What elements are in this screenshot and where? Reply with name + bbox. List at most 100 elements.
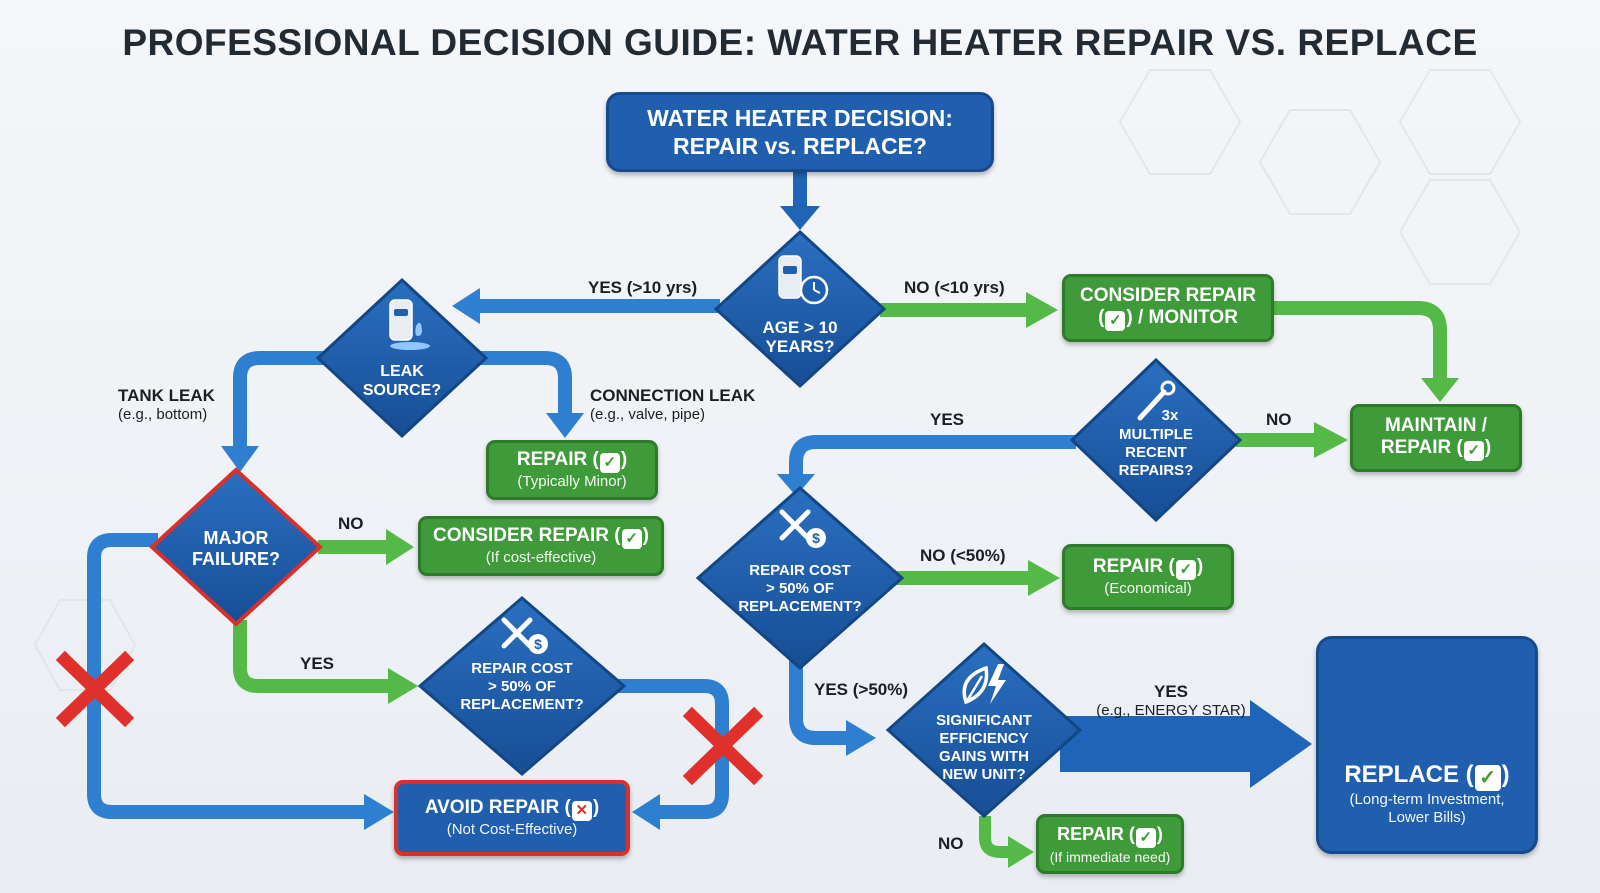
edge-label-cost-no: NO (<50%) <box>920 546 1006 565</box>
arrow-leak-connection <box>474 351 572 415</box>
decision-age-text: AGE > 10 YEARS? <box>740 318 860 356</box>
edge-label-age-no: NO (<10 yrs) <box>904 278 1005 297</box>
outcome-avoid-repair-label: AVOID REPAIR (✕) <box>424 797 600 821</box>
outcome-repair-economical-sub: (Economical) <box>1104 580 1192 597</box>
outcome-consider-monitor-line1: CONSIDER REPAIR <box>1080 285 1256 306</box>
decision-cost-left-line3: REPLACEMENT? <box>460 696 584 713</box>
decision-efficiency-text: SIGNIFICANT EFFICIENCY GAINS WITH NEW UN… <box>914 712 1054 784</box>
arrow-eff-yes <box>1060 700 1312 788</box>
edge-label-multiple-yes: YES <box>930 410 965 429</box>
decision-cost-right-line3: REPLACEMENT? <box>738 598 862 615</box>
water-heater-clock-icon <box>778 255 829 305</box>
arrow-eff-no <box>979 816 1010 858</box>
decision-multiple-line1: MULTIPLE <box>1119 426 1193 443</box>
decision-cost-right-line1: REPAIR COST <box>749 562 851 579</box>
decision-multiple-text: MULTIPLE RECENT REPAIRS? <box>1086 426 1226 480</box>
background-hexagons <box>33 69 1522 691</box>
svg-text:$: $ <box>812 530 820 546</box>
edge-label-eff-yes-sub: (e.g., ENERGY STAR) <box>1096 702 1246 719</box>
edge-label-tank-leak: TANK LEAK (e.g., bottom) <box>118 386 215 423</box>
leaf-bolt-icon <box>962 664 1006 705</box>
edge-label-eff-yes: YES (e.g., ENERGY STAR) <box>1096 682 1246 719</box>
outcome-consider-cost: CONSIDER REPAIR (✓) (If cost-effective) <box>418 516 664 576</box>
outcome-avoid-repair-sub: (Not Cost-Effective) <box>446 821 578 838</box>
outcome-maintain-line2: REPAIR (✓) <box>1380 437 1492 461</box>
arrowhead <box>632 794 660 830</box>
arrowhead <box>846 720 876 756</box>
check-icon: ✓ <box>1463 441 1484 461</box>
edge-label-tank-leak-sub: (e.g., bottom) <box>118 406 208 423</box>
decision-cost-left-text: REPAIR COST > 50% OF REPLACEMENT? <box>452 660 592 714</box>
decision-multiple-line2: RECENT <box>1125 444 1187 461</box>
outcome-consider-cost-sub: (If cost-effective) <box>485 549 597 566</box>
arrowhead <box>1421 378 1459 402</box>
blocked-path-x-icon <box>55 650 135 728</box>
decision-leak-line1: LEAK <box>380 363 424 380</box>
start-line1: WATER HEATER DECISION: <box>647 105 953 131</box>
arrow-major-yes <box>233 620 390 693</box>
wrench-dollar-icon: $ <box>501 617 548 654</box>
decision-age-line2: YEARS? <box>765 337 835 356</box>
outcome-replace-label: REPLACE (✓) <box>1344 761 1510 791</box>
arrowhead <box>1028 560 1060 596</box>
decision-efficiency-diamond <box>885 641 1083 819</box>
outcome-replace: REPLACE (✓) (Long-term Investment, Lower… <box>1316 636 1538 854</box>
decision-cost-right-line2: > 50% OF <box>766 580 834 597</box>
decision-multiple-line3: REPAIRS? <box>1118 462 1194 479</box>
decision-cost-left-diamond <box>417 596 627 776</box>
decision-cost-left-line2: > 50% OF <box>488 678 556 695</box>
arrow-cost-right-yes <box>789 660 848 745</box>
outcome-repair-immediate-sub: (If immediate need) <box>1049 848 1171 865</box>
edge-label-connection-leak-sub: (e.g., valve, pipe) <box>590 406 706 423</box>
outcome-consider-cost-label: CONSIDER REPAIR (✓) <box>433 525 649 549</box>
decision-major-line2: FAILURE? <box>192 549 280 569</box>
arrowhead <box>388 668 418 704</box>
outcome-repair-immediate-label: REPAIR (✓) <box>1057 823 1163 848</box>
outcome-repair-minor-sub: (Typically Minor) <box>517 473 627 490</box>
outcome-replace-sub2: Lower Bills) <box>1388 809 1466 826</box>
outcome-repair-minor-label: REPAIR (✓) <box>516 449 628 473</box>
arrow-leak-tank <box>233 351 330 448</box>
outcome-consider-monitor-line2: (✓) / MONITOR <box>1098 307 1238 331</box>
edge-label-eff-no: NO <box>938 834 964 853</box>
outcome-repair-economical: REPAIR (✓) (Economical) <box>1062 544 1234 610</box>
edge-label-multiple-no: NO <box>1266 410 1292 429</box>
decision-major-text: MAJOR FAILURE? <box>176 528 296 570</box>
arrow-monitor-to-maintain <box>1272 301 1447 380</box>
arrowhead <box>780 206 820 230</box>
check-icon: ✓ <box>1474 765 1501 791</box>
outcome-repair-immediate: REPAIR (✓) (If immediate need) <box>1036 814 1184 874</box>
decision-multiple-diamond <box>1069 357 1243 523</box>
decision-cost-right-text: REPAIR COST > 50% OF REPLACEMENT? <box>730 562 870 616</box>
check-icon: ✓ <box>599 453 620 473</box>
page-title: PROFESSIONAL DECISION GUIDE: WATER HEATE… <box>122 22 1478 63</box>
edge-label-connection-leak: CONNECTION LEAK (e.g., valve, pipe) <box>590 386 756 423</box>
water-heater-leak-icon <box>389 299 430 350</box>
edge-label-major-no: NO <box>338 514 364 533</box>
arrowhead <box>546 413 584 438</box>
blocked-path-x-icon <box>682 706 764 786</box>
decision-leak-text: LEAK SOURCE? <box>342 362 462 400</box>
outcome-consider-monitor: CONSIDER REPAIR (✓) / MONITOR <box>1062 274 1274 342</box>
start-box: WATER HEATER DECISION: REPAIR vs. REPLAC… <box>606 92 994 172</box>
arrowhead <box>1008 836 1034 868</box>
decision-efficiency-line4: NEW UNIT? <box>942 766 1026 783</box>
edge-label-age-yes: YES (>10 yrs) <box>588 278 698 297</box>
outcome-avoid-repair: AVOID REPAIR (✕) (Not Cost-Effective) <box>394 780 630 856</box>
decision-age-line1: AGE > 10 <box>762 318 838 337</box>
wrench-dollar-icon: $ <box>779 509 826 548</box>
arrow-multiple-yes <box>789 435 1076 476</box>
decision-leak-diamond <box>315 277 489 439</box>
decision-major-line1: MAJOR <box>203 528 269 548</box>
decision-efficiency-line1: SIGNIFICANT <box>936 712 1032 729</box>
arrowhead <box>386 529 414 565</box>
arrowhead <box>452 288 480 324</box>
arrowhead <box>777 474 815 496</box>
edge-label-major-yes: YES <box>300 654 335 673</box>
check-icon: ✓ <box>1175 560 1196 580</box>
outcome-repair-minor: REPAIR (✓) (Typically Minor) <box>486 440 658 500</box>
decision-cost-right-diamond <box>695 485 905 671</box>
edge-label-cost-yes: YES (>50%) <box>814 680 909 699</box>
decision-cost-left-line1: REPAIR COST <box>471 660 573 677</box>
